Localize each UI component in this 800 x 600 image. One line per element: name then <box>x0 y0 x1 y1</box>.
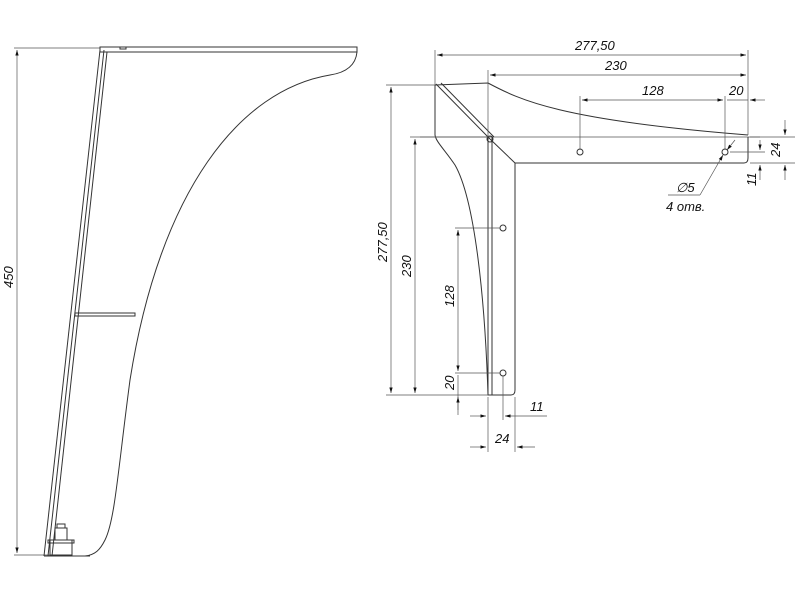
bracket-profile-curve <box>84 51 358 557</box>
side-view: 450 <box>1 46 358 557</box>
side-rib <box>74 312 136 317</box>
vertical-hole-spacing-label: 128 <box>442 285 457 307</box>
overall-height-label: 277,50 <box>375 221 390 263</box>
bottom-plate-width-label: 24 <box>494 431 509 446</box>
bottom-hole-offset-label: 11 <box>530 399 544 414</box>
diagonal-strut <box>435 83 491 140</box>
overall-width-label: 277,50 <box>574 38 616 53</box>
diagonal-strut <box>489 138 516 164</box>
vertical-hole-edge-offset-label: 20 <box>442 375 457 391</box>
diagonal-strut <box>440 82 495 138</box>
front-view: 277,50 230 128 20 24 11 ∅5 4 отв. 277,50 <box>375 38 795 452</box>
adjuster-foot <box>47 523 75 556</box>
strut-edge <box>47 49 105 557</box>
vertical-plate <box>487 137 516 396</box>
height-dim-label: 450 <box>1 266 16 288</box>
mounting-hole <box>499 369 507 377</box>
hole-edge-offset-label: 20 <box>728 83 744 98</box>
plate-height-label: 230 <box>399 255 414 278</box>
mounting-hole <box>499 224 507 232</box>
top-curve <box>434 82 749 136</box>
pivot-point <box>486 135 494 143</box>
strut-edge <box>43 49 101 557</box>
horizontal-plate <box>515 137 749 164</box>
left-curve <box>434 85 489 396</box>
plate-length-label: 230 <box>604 58 627 73</box>
hole-spacing-label: 128 <box>642 83 664 98</box>
plate-tab <box>119 46 127 50</box>
hole-count-label: 4 отв. <box>666 199 705 214</box>
hole-offset-label: 11 <box>744 173 759 187</box>
plate-width-label: 24 <box>768 143 783 158</box>
hole-diameter-label: ∅5 <box>676 180 695 195</box>
top-plate <box>99 46 358 53</box>
strut-edge <box>51 51 108 557</box>
